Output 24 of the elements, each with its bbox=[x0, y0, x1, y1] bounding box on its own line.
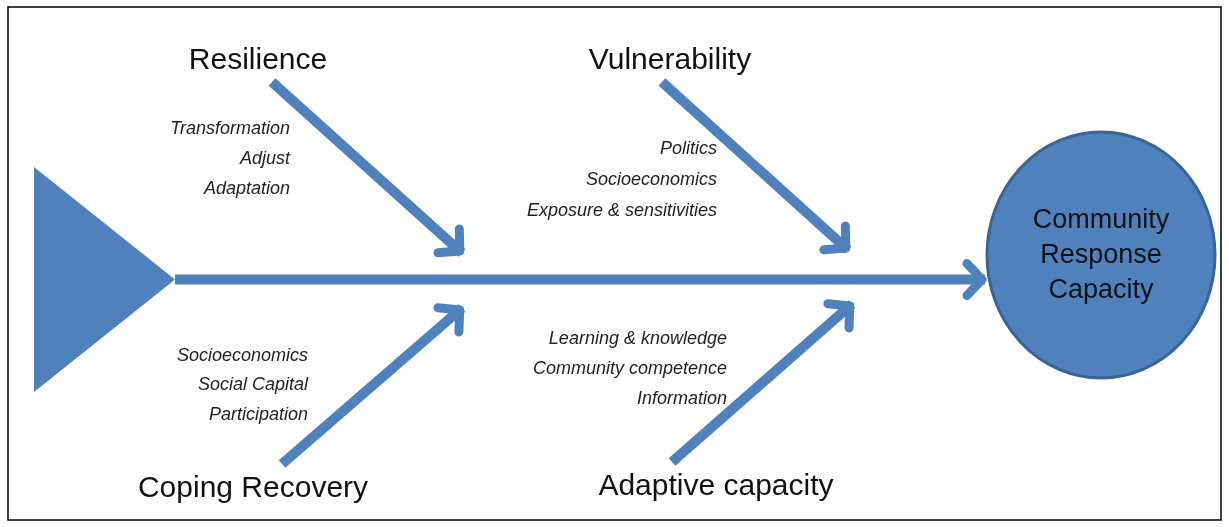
cause-label: Adaptation bbox=[203, 177, 290, 199]
arrow bbox=[268, 78, 466, 258]
cause-label: Socioeconomics bbox=[176, 344, 308, 366]
category-heading: Coping Recovery bbox=[118, 464, 388, 510]
cause-label: Politics bbox=[660, 137, 717, 159]
category-heading: Vulnerability bbox=[560, 36, 780, 82]
cause-label: Participation bbox=[208, 403, 308, 425]
cause-label: Socioeconomics bbox=[585, 168, 717, 190]
arrow bbox=[668, 299, 856, 466]
cause-label: Information bbox=[636, 387, 727, 409]
cause-label: Exposure & sensitivities bbox=[526, 199, 717, 221]
cause-label: Adjust bbox=[239, 147, 290, 169]
arrow bbox=[658, 78, 852, 255]
arrow bbox=[175, 259, 987, 300]
category-heading: Adaptive capacity bbox=[578, 462, 854, 508]
cause-label: Community competence bbox=[532, 357, 727, 379]
arrow bbox=[278, 303, 466, 468]
category-heading: Resilience bbox=[178, 36, 338, 82]
cause-label: Learning & knowledge bbox=[548, 327, 727, 349]
cause-label: Social Capital bbox=[197, 373, 308, 395]
tail-triangle bbox=[34, 167, 175, 392]
effect-label: Community Response Capacity bbox=[1031, 203, 1171, 307]
cause-label: Transformation bbox=[170, 117, 290, 139]
effect-circle bbox=[985, 130, 1217, 380]
